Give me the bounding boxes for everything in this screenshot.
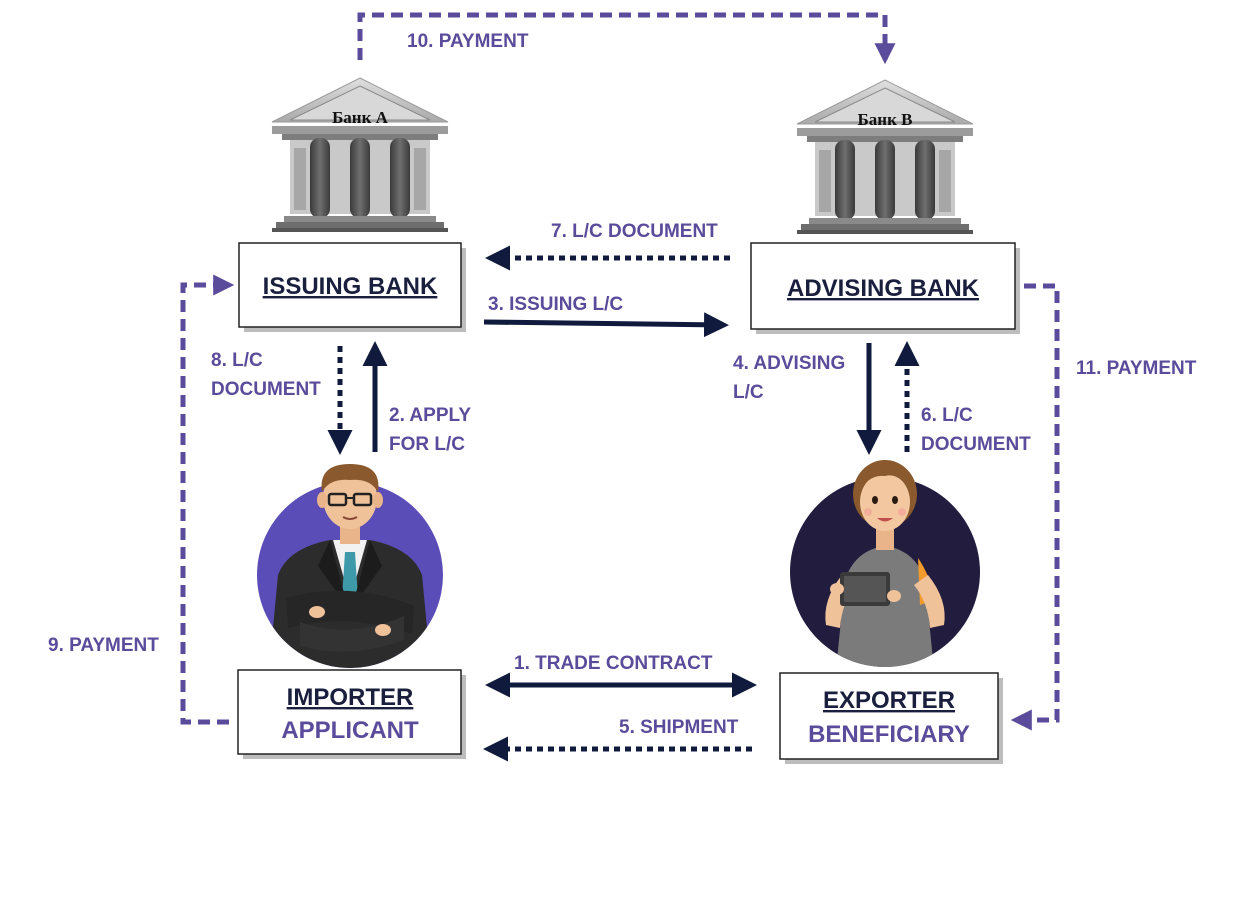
arrow-payment-10 (357, 12, 896, 65)
step-3-label: 3. ISSUING L/C (488, 294, 623, 315)
step-4-label-line1: 4. ADVISING (733, 353, 845, 374)
exporter-role: BENEFICIARY (808, 721, 970, 748)
step-7-label: 7. L/C DOCUMENT (551, 221, 718, 242)
importer-title: IMPORTER (287, 684, 414, 711)
arrow-issuing-lc (483, 312, 729, 338)
exporter-title: EXPORTER (823, 687, 955, 714)
issuing-bank-box: ISSUING BANK (238, 242, 466, 332)
advising-bank-box: ADVISING BANK (750, 242, 1020, 334)
step-6-label-line2: DOCUMENT (921, 434, 1031, 455)
bank-a-building-icon: Банк А (271, 77, 449, 232)
advising-bank-title: ADVISING BANK (787, 275, 980, 302)
step-2-label-line1: 2. APPLY (389, 405, 471, 426)
arrow-payment-11 (1010, 283, 1060, 731)
step-11-label: 11. PAYMENT (1076, 358, 1197, 379)
step-8-label-line1: 8. L/C (211, 350, 263, 371)
arrow-payment-9 (180, 274, 235, 725)
bank-a-sign: Банк А (332, 108, 389, 127)
step-8-label-line2: DOCUMENT (211, 379, 321, 400)
importer-avatar (257, 464, 443, 668)
step-4-label-line2: L/C (733, 382, 764, 403)
importer-role: APPLICANT (281, 717, 419, 744)
issuing-bank-title: ISSUING BANK (263, 273, 438, 300)
exporter-box: EXPORTER BENEFICIARY (779, 672, 1003, 764)
step-1-label: 1. TRADE CONTRACT (514, 653, 713, 674)
step-9-label: 9. PAYMENT (48, 635, 159, 656)
step-5-label: 5. SHIPMENT (619, 717, 739, 738)
exporter-avatar (790, 460, 980, 667)
bank-b-building-icon: Банк В (796, 79, 974, 234)
importer-box: IMPORTER APPLICANT (237, 669, 466, 759)
step-6-label-line1: 6. L/C (921, 405, 973, 426)
bank-b-sign: Банк В (858, 110, 913, 129)
step-10-label: 10. PAYMENT (407, 31, 529, 52)
step-2-label-line2: FOR L/C (389, 434, 465, 455)
